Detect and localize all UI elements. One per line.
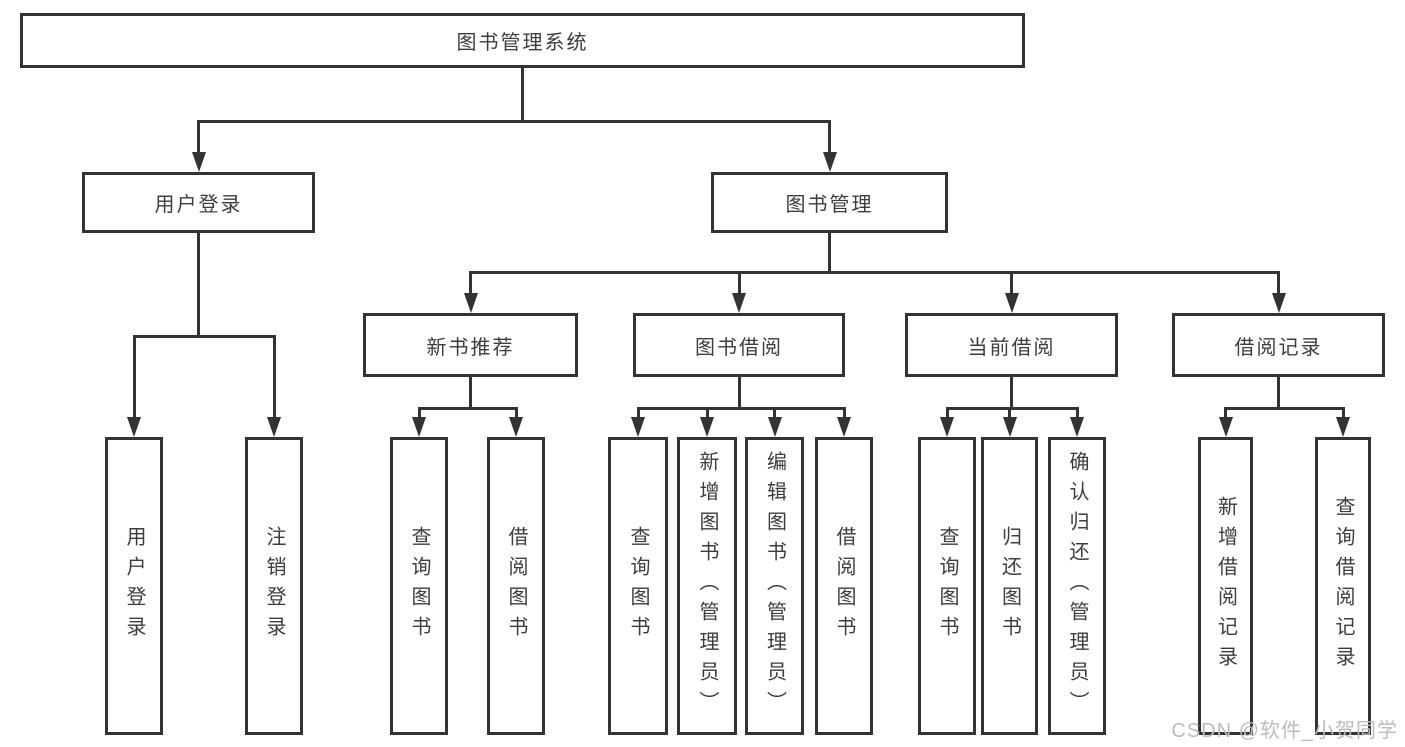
arrow-to-leaf <box>700 417 714 437</box>
node-book-borrow: 图书借阅 <box>633 313 845 377</box>
leaf-label: 确认归还（管理员） <box>1066 451 1088 721</box>
leaf-add-book-admin: 新增图书（管理员） <box>677 437 737 735</box>
leaf-label: 新增图书（管理员） <box>696 451 718 721</box>
leaf-query-books-3: 查询图书 <box>918 437 976 735</box>
leaf-edit-book-admin: 编辑图书（管理员） <box>745 437 804 735</box>
node-current-borrow-label: 当前借阅 <box>967 336 1056 359</box>
csdn-watermark: CSDN @软件_小贺同学 <box>1171 720 1398 742</box>
connector-group1-stem <box>469 377 472 407</box>
connector-userlogin-bar <box>133 335 276 338</box>
connector-root-stem <box>521 68 524 120</box>
leaf-label: 借阅图书 <box>505 526 527 646</box>
connector-group4-stem <box>1277 377 1280 407</box>
arrow-to-leaf <box>940 417 954 437</box>
connector-drop-leaf <box>133 335 136 419</box>
node-book-mgmt-label: 图书管理 <box>785 194 874 216</box>
arrow-to-leaf <box>768 417 782 437</box>
arrow-to-leaf <box>267 417 281 437</box>
leaf-query-borrow-record: 查询借阅记录 <box>1315 437 1371 735</box>
leaf-add-borrow-record: 新增借阅记录 <box>1198 437 1253 735</box>
connector-drop-group <box>469 271 472 295</box>
connector-drop-leaf <box>1342 407 1345 420</box>
leaf-label: 查询图书 <box>627 526 649 646</box>
arrow-to-user-login <box>192 152 206 172</box>
arrow-to-new-book-recommend <box>464 293 478 313</box>
arrow-to-book-borrow <box>732 293 746 313</box>
connector-drop-leaf <box>637 407 640 420</box>
connector-drop-leaf <box>946 407 949 420</box>
arrow-to-borrow-records <box>1272 293 1286 313</box>
connector-drop-leaf <box>843 407 846 420</box>
connector-drop-leaf <box>1224 407 1227 420</box>
leaf-borrow-books-1: 借阅图书 <box>487 437 545 735</box>
connector-drop-leaf <box>515 407 518 420</box>
connector-drop-leaf <box>1076 407 1079 420</box>
node-root-label: 图书管理系统 <box>456 32 589 54</box>
leaf-label: 归还图书 <box>998 526 1021 646</box>
leaf-confirm-return-admin: 确认归还（管理员） <box>1048 437 1106 735</box>
arrow-to-leaf <box>837 417 851 437</box>
node-current-borrow: 当前借阅 <box>905 313 1118 377</box>
connector-drop-leaf <box>418 407 421 420</box>
connector-group4-bar <box>1224 407 1345 410</box>
node-root: 图书管理系统 <box>20 13 1025 68</box>
node-book-borrow-label: 图书借阅 <box>695 336 783 359</box>
connector-drop-book-mgmt <box>828 120 831 155</box>
connector-level1-bar <box>197 120 831 123</box>
leaf-label: 编辑图书（管理员） <box>763 451 786 721</box>
connector-drop-leaf <box>706 407 709 420</box>
connector-drop-leaf <box>1008 407 1011 420</box>
leaf-label: 查询图书 <box>408 526 430 646</box>
leaf-query-books-2: 查询图书 <box>608 437 668 735</box>
arrow-to-leaf <box>127 417 141 437</box>
connector-level2-bar <box>469 271 1280 274</box>
arrow-to-leaf <box>631 417 645 437</box>
connector-group3-bar <box>946 407 1079 410</box>
leaf-return-book: 归还图书 <box>981 437 1038 735</box>
leaf-label: 注销登录 <box>263 526 285 646</box>
connector-userlogin-stem <box>197 233 200 335</box>
node-new-book-recommend-label: 新书推荐 <box>426 336 515 359</box>
leaf-label: 新增借阅记录 <box>1214 496 1237 676</box>
arrow-to-book-mgmt <box>823 152 837 172</box>
node-borrow-records: 借阅记录 <box>1172 313 1385 377</box>
connector-drop-group <box>1277 271 1280 295</box>
arrow-to-leaf <box>1219 417 1233 437</box>
leaf-label: 借阅图书 <box>833 526 855 646</box>
connector-group3-stem <box>1010 377 1013 407</box>
arrow-to-current-borrow <box>1005 293 1019 313</box>
arrow-to-leaf <box>1336 417 1350 437</box>
leaf-user-login: 用户登录 <box>105 437 163 735</box>
leaf-label: 查询图书 <box>936 526 958 646</box>
leaf-logout: 注销登录 <box>245 437 303 735</box>
arrow-to-leaf <box>509 417 523 437</box>
node-new-book-recommend: 新书推荐 <box>363 313 578 377</box>
arrow-to-leaf <box>1070 417 1084 437</box>
node-borrow-records-label: 借阅记录 <box>1234 336 1323 359</box>
leaf-query-books-1: 查询图书 <box>390 437 448 735</box>
node-user-login-label: 用户登录 <box>154 194 243 216</box>
arrow-to-leaf <box>412 417 426 437</box>
leaf-label: 查询借阅记录 <box>1332 496 1354 676</box>
connector-drop-group <box>1010 271 1013 295</box>
connector-drop-leaf <box>773 407 776 420</box>
arrow-to-leaf <box>1003 417 1017 437</box>
connector-drop-user-login <box>197 120 200 155</box>
connector-bookmgmt-stem <box>828 233 831 271</box>
leaf-borrow-books-2: 借阅图书 <box>815 437 873 735</box>
leaf-label: 用户登录 <box>123 526 145 646</box>
connector-drop-group <box>738 271 741 295</box>
connector-group2-stem <box>738 377 741 407</box>
connector-drop-leaf <box>273 335 276 419</box>
connector-group1-bar <box>418 407 518 410</box>
node-book-mgmt: 图书管理 <box>711 172 948 233</box>
node-user-login: 用户登录 <box>82 172 315 233</box>
connector-group2-bar <box>637 407 846 410</box>
